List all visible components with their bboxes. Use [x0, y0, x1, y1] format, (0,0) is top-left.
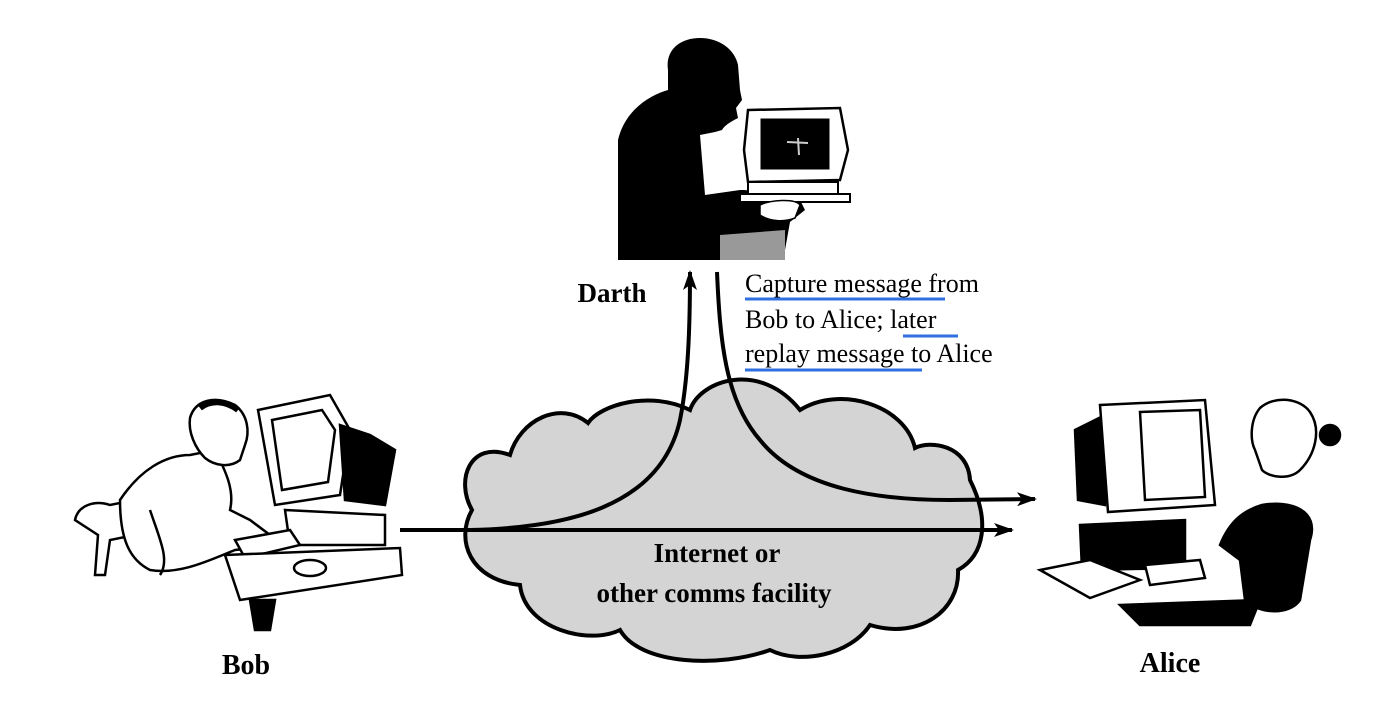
darth-screen-glyph	[786, 137, 809, 156]
annotation-replay: replay message	[745, 339, 905, 368]
annotation-later: later	[890, 305, 937, 334]
darth-monitor-screen	[759, 117, 831, 171]
alice-hair-bun	[1318, 423, 1342, 447]
message-flows	[400, 270, 1037, 537]
darth-desk	[720, 230, 785, 260]
darth-paper	[759, 199, 801, 222]
bob-label: Bob	[222, 650, 270, 681]
annotation-to-alice: to Alice	[905, 339, 993, 368]
darth-illustration	[618, 38, 851, 260]
alice-monitor-screen	[1138, 408, 1207, 502]
arrow-darth-to-alice	[715, 271, 1037, 507]
annotation-line1: Capture message from	[745, 269, 979, 298]
bob-monitor-screen	[270, 408, 337, 492]
alice-head	[1250, 398, 1318, 478]
bob-mouse	[292, 558, 328, 578]
bob-body-shadow	[148, 509, 166, 576]
attack-annotation: Capture message from Bob to Alice; later…	[745, 269, 993, 372]
cloud-label-line2: other comms facility	[597, 578, 832, 608]
cloud-shape	[463, 377, 985, 663]
darth-label: Darth	[578, 278, 647, 308]
bob-hair	[198, 399, 240, 413]
alice-illustration	[1036, 398, 1342, 627]
arrow-bob-to-darth	[469, 270, 697, 532]
annotation-capture: Capture message	[745, 269, 922, 298]
annotation-from: from	[922, 269, 979, 298]
darth-silhouette	[618, 38, 805, 260]
alice-body	[1218, 502, 1314, 613]
alice-keyboard	[1143, 558, 1207, 587]
network-cloud: Internet or other comms facility	[463, 377, 985, 663]
darth-keyboard	[739, 193, 851, 203]
alice-monitor-back	[1073, 412, 1107, 507]
bob-monitor-back	[338, 423, 397, 507]
alice-book	[1036, 558, 1144, 600]
cloud-label-line1: Internet or	[654, 538, 781, 568]
bob-cpu	[283, 508, 387, 547]
bob-illustration	[73, 393, 404, 632]
alice-desk-shadow	[1117, 598, 1262, 627]
annotation-bob-to-alice: Bob to Alice;	[745, 305, 890, 334]
annotation-line2: Bob to Alice; later	[745, 305, 937, 334]
darth-monitor-base	[747, 181, 839, 195]
bob-desk-leg	[248, 598, 277, 632]
annotation-line3: replay message to Alice	[745, 339, 993, 368]
bob-keyboard	[233, 528, 303, 560]
alice-label: Alice	[1140, 648, 1201, 679]
